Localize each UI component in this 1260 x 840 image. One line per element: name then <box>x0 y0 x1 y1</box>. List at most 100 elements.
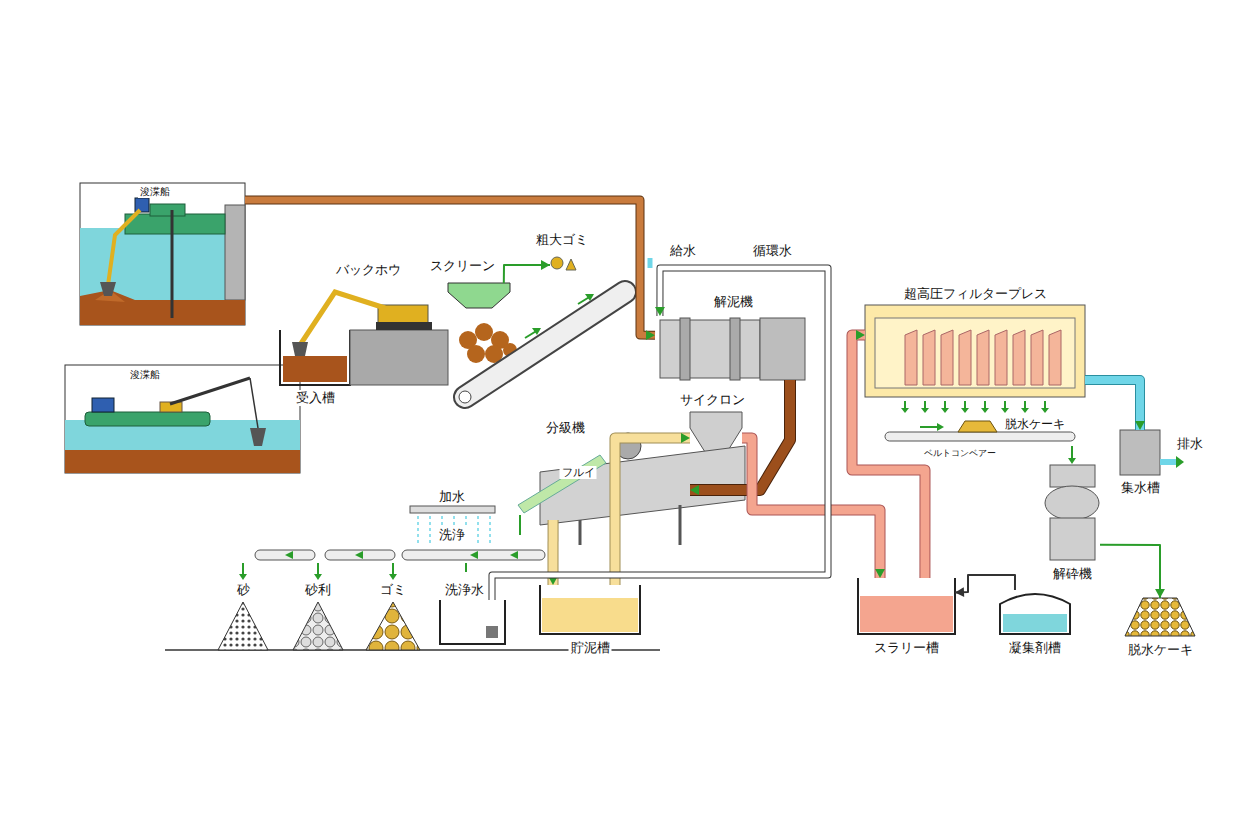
pipe-casing <box>492 268 828 600</box>
node-label: 脱水ケーキ <box>1126 642 1195 658</box>
drawing-part <box>566 259 576 270</box>
drawing-part <box>218 602 268 650</box>
drawing-part <box>579 520 582 545</box>
drawing-part <box>519 515 521 535</box>
tanks <box>540 578 1070 634</box>
drawing-part <box>92 398 114 412</box>
text-label: フルイ <box>560 466 597 479</box>
text-label: 給水 <box>668 243 698 259</box>
pile-box: 砂 <box>218 602 268 650</box>
drawing-part <box>981 408 989 413</box>
drawing-part <box>429 516 431 545</box>
drawing-part <box>1044 401 1046 408</box>
node-label: 超高圧フィルタープレス <box>902 286 1049 302</box>
drawing-part <box>350 330 448 385</box>
drawing-part <box>65 450 300 473</box>
crusher <box>1045 465 1099 560</box>
node-label: 解泥機 <box>712 294 755 310</box>
pipe-casing <box>245 200 655 335</box>
receiving-area <box>280 292 448 385</box>
drawing-part <box>80 183 245 325</box>
tank-box: 集水槽 <box>1120 430 1160 475</box>
drawing-part <box>243 563 466 574</box>
text-label: ベルトコンベアー <box>922 448 998 459</box>
drawing-part <box>1120 430 1160 475</box>
drawing-part <box>995 330 1007 385</box>
text-label: バックホウ <box>334 262 403 278</box>
drawing-part <box>459 391 471 403</box>
drawing-part <box>964 401 966 408</box>
tank-box: スラリー槽 <box>858 578 955 634</box>
drawing-part <box>467 345 485 363</box>
node-label: 粗大ゴミ <box>534 232 590 248</box>
pipe-casing <box>742 438 880 578</box>
text-label: 循環水 <box>751 243 794 259</box>
drawing-part <box>366 602 420 650</box>
drawing-part <box>280 330 350 385</box>
drawing-part <box>518 455 606 513</box>
screen-hopper <box>448 283 510 308</box>
drawing-part <box>1013 330 1025 385</box>
drawing-part <box>389 574 397 580</box>
drawing-part <box>444 618 501 642</box>
drawing-part <box>1041 408 1049 413</box>
classifier-box: 分級機 <box>540 440 690 520</box>
drawing-part <box>486 626 498 638</box>
filter-press <box>865 305 1085 413</box>
drawing-part <box>941 330 953 385</box>
drawing-part <box>532 328 541 335</box>
drawing-part <box>904 401 906 408</box>
drawing-part <box>314 574 322 580</box>
drawing-part <box>325 550 395 560</box>
drawing-part <box>585 294 594 301</box>
flow-pipe <box>1100 545 1165 598</box>
pipe-line <box>955 575 1015 593</box>
node-label: 浚渫船 <box>128 369 162 381</box>
text-label: 加水 <box>437 489 467 505</box>
node-label: 分級機 <box>544 420 587 436</box>
tank-box: 凝集剤槽 <box>1000 590 1070 634</box>
pile-box: 脱水ケーキ <box>1125 598 1195 636</box>
drawing-part <box>984 401 986 408</box>
tank-box: 受入槽 <box>280 330 350 385</box>
drawing-part <box>875 318 1075 388</box>
arrow-head <box>646 330 655 340</box>
pipe-casing <box>1085 380 1140 430</box>
drawing-part <box>65 365 300 473</box>
text-label: 排水 <box>1175 436 1205 452</box>
pile-box: ゴミ <box>366 602 420 650</box>
pipe-casing <box>615 438 690 585</box>
cyclone-box: サイクロン <box>690 412 742 464</box>
drawing-part <box>1050 465 1095 487</box>
drawing-part <box>901 408 909 413</box>
drawing-part <box>923 330 935 385</box>
node-label: スラリー槽 <box>872 640 941 656</box>
drawing-part <box>285 551 518 559</box>
tank-box: 洗浄水 <box>440 600 505 644</box>
arrow-head <box>541 260 550 270</box>
pile-box: 砂利 <box>293 602 343 650</box>
flow-pipe <box>615 433 690 585</box>
drawing-part <box>542 598 638 632</box>
drawing-part <box>1001 408 1009 413</box>
node-label: サイクロン <box>678 392 747 408</box>
drawing-part <box>1160 459 1176 465</box>
node-label: 洗浄水 <box>443 582 486 598</box>
drawing-part <box>108 210 140 285</box>
drawing-part <box>100 282 116 296</box>
drawing-part <box>80 228 227 300</box>
node-label: 受入槽 <box>294 390 337 406</box>
node-label: 貯泥槽 <box>569 640 612 656</box>
drawing-part <box>242 563 244 574</box>
drawing-part <box>958 421 997 432</box>
drawing-part <box>551 257 563 269</box>
drawing-part <box>417 516 419 545</box>
drawing-part <box>941 408 949 413</box>
arrow-head <box>856 330 865 340</box>
flow-pipe <box>852 330 925 578</box>
dredger-panel-top <box>80 183 245 325</box>
